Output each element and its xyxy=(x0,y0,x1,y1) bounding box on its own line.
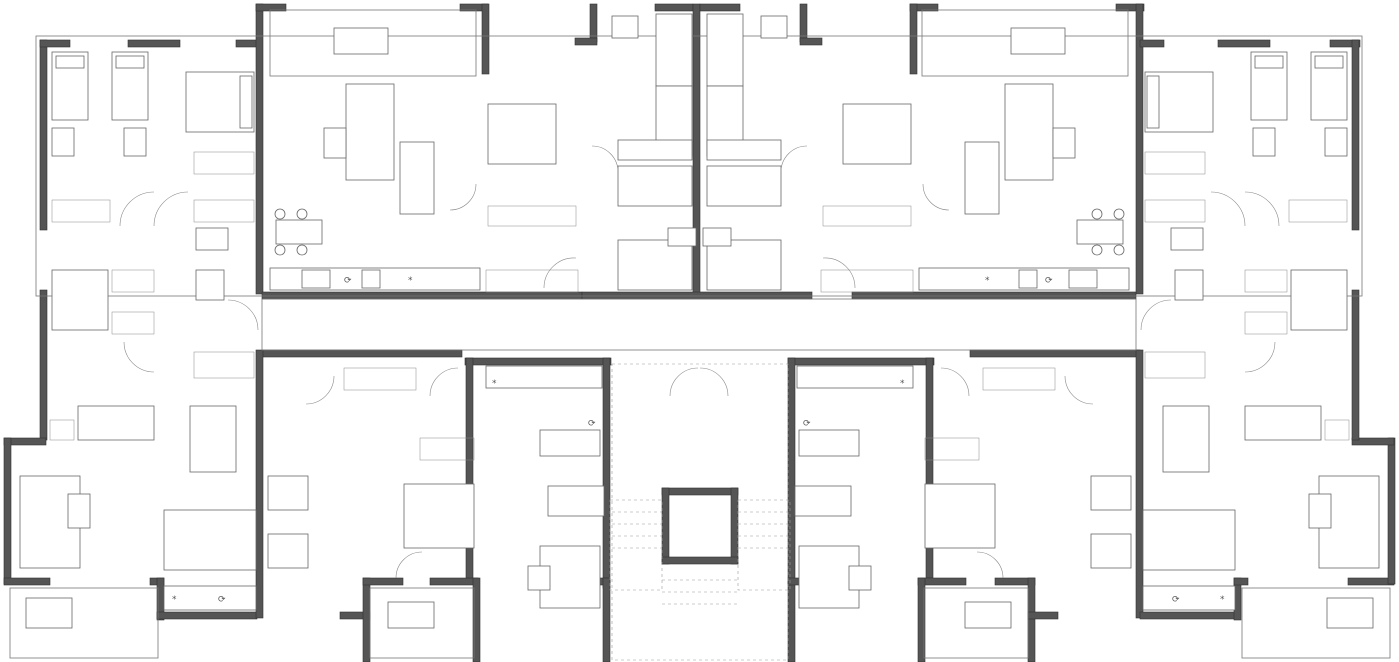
fridge-mark: * xyxy=(1220,595,1225,605)
appliance-symbols: * * * * * * ⟳ ⟳ ⟳ ⟳ ⟳ ⟳ xyxy=(172,276,1225,605)
furniture-right-half xyxy=(702,13,1380,629)
thin-outlines xyxy=(9,9,1391,661)
furniture-left-half xyxy=(19,13,697,629)
structural-walls xyxy=(3,3,1396,662)
sink-mark: ⟳ xyxy=(1172,595,1180,605)
sink-mark: ⟳ xyxy=(588,419,596,429)
fridge-mark: * xyxy=(900,379,905,389)
fridge-mark: * xyxy=(408,276,413,286)
sink-mark: ⟳ xyxy=(1045,276,1053,286)
sink-mark: ⟳ xyxy=(218,595,226,605)
door-swings xyxy=(119,145,1280,579)
sink-mark: ⟳ xyxy=(803,419,811,429)
fridge-mark: * xyxy=(492,379,497,389)
stair-treads xyxy=(612,511,788,605)
sink-mark: ⟳ xyxy=(344,276,352,286)
fridge-mark: * xyxy=(172,595,177,605)
fridge-mark: * xyxy=(985,276,990,286)
